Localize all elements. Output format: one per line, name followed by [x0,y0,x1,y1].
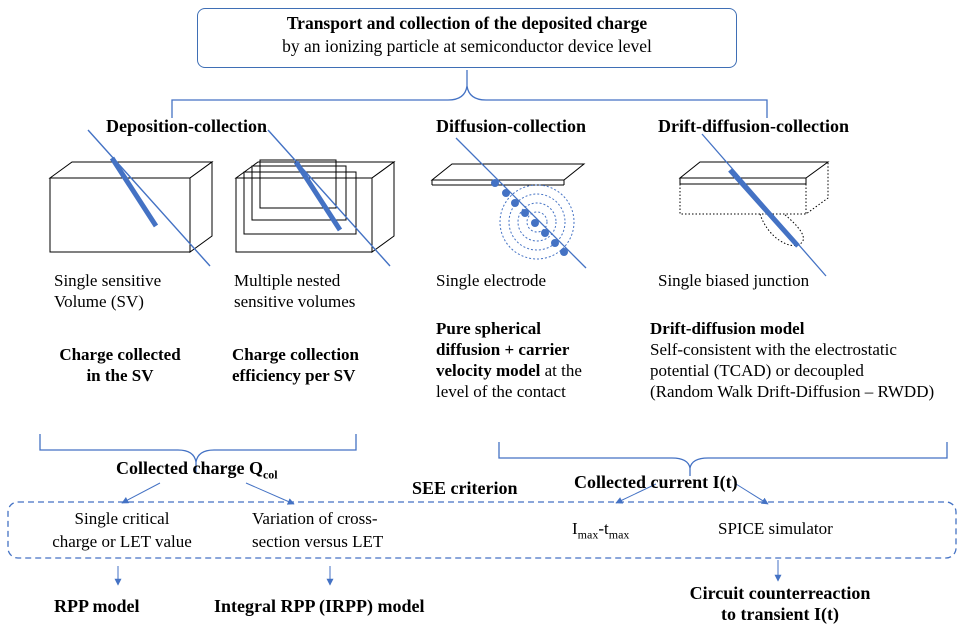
collected-current-label: Collected current I(t) [574,472,738,492]
diffusion-desc-line1: Pure spherical [436,319,541,338]
collected-charge-label: Collected charge Qcol [116,458,278,486]
junction-label: Single biased junction [658,271,810,290]
imax-i: I [572,519,578,538]
heading-drift-diffusion-collection: Drift-diffusion-collection [658,116,849,136]
nested-charge-segment [293,160,343,232]
nested-block [234,159,396,253]
electrode-label: Single electrode [436,271,546,290]
title-box [197,8,737,68]
drift-desc-line1: Self-consistent with the electrostatic [650,340,897,359]
carrier-dots [491,179,568,256]
diffusion-circles [499,184,575,260]
diffusion-desc-line2: diffusion + carrier [436,340,570,359]
collected-charge-text: Collected charge Q [116,458,263,478]
critical-line1: Single critical [74,509,170,528]
nested-label-line2: sensitive volumes [234,292,356,311]
drift-desc-title: Drift-diffusion model [650,319,805,338]
electrode [430,163,586,186]
top-brace [171,70,768,118]
see-criterion-box [7,501,957,559]
electrode-particle-track [455,137,587,269]
arrows [114,482,782,586]
sv-particle-track [87,129,211,267]
circuit-line2: to transient I(t) [721,604,839,624]
junction-charge-segment [728,168,800,248]
sv-charge-segment [109,156,159,228]
imax-sub: max [577,527,599,542]
heading-deposition-collection: Deposition-collection [106,116,267,136]
collected-charge-sub: col [262,467,278,482]
tmax-t: -t [598,519,609,538]
diffusion-desc-bold: velocity model [436,361,541,380]
variation-line1: Variation of cross- [252,509,378,528]
tmax-sub: max [608,527,630,542]
variation-line2: section versus LET [252,532,384,551]
rpp-model-label: RPP model [54,596,140,616]
diffusion-desc-line4: level of the contact [436,382,566,401]
nested-result-line1: Charge collection [232,345,359,364]
critical-line2: charge or LET value [52,532,192,551]
sv-block [48,161,214,253]
sv-label-line2: Volume (SV) [54,292,144,311]
right-brace [498,442,948,476]
diagram-subtitle: by an ionizing particle at semiconductor… [282,36,652,56]
see-criterion-title: SEE criterion [412,478,518,498]
nested-result-line2: efficiency per SV [232,366,356,385]
left-brace [39,434,357,472]
nested-particle-track [267,129,391,267]
drift-desc-line3: (Random Walk Drift-Diffusion – RWDD) [650,382,935,401]
imax-tmax-label: Imax-tmax [572,518,629,545]
irpp-model-label: Integral RPP (IRPP) model [214,596,425,616]
spice-simulator-label: SPICE simulator [718,519,833,538]
junction-block [678,161,830,246]
sv-label-line1: Single sensitive [54,271,162,290]
nested-label-line1: Multiple nested [234,271,341,290]
circuit-line1: Circuit counterreaction [689,583,871,603]
drift-desc-line2: potential (TCAD) or decoupled [650,361,864,380]
heading-diffusion-collection: Diffusion-collection [436,116,586,136]
diffusion-desc-line3: velocity model at the [436,360,582,381]
sv-result-line1: Charge collected [59,345,181,364]
diagram-title: Transport and collection of the deposite… [286,13,648,33]
diffusion-desc-tail: at the [540,361,582,380]
sv-result-line2: in the SV [86,366,154,385]
